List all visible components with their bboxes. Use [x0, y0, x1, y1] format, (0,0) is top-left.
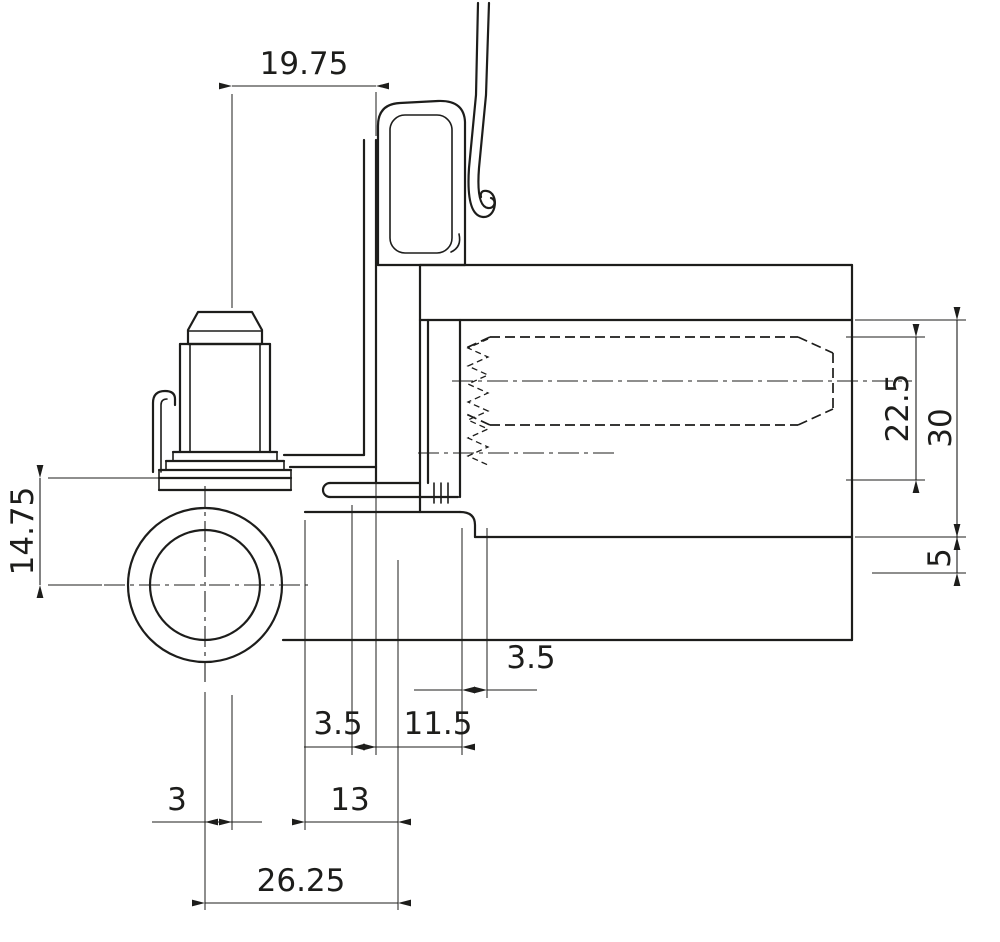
- thread-zigzag: [466, 338, 490, 466]
- dim-label-strap-gap: 3.5: [313, 706, 362, 742]
- dim-label-leaf-thickness: 30: [923, 408, 959, 447]
- dim-strap-gap: 3.5: [304, 472, 377, 755]
- hinge-strap: [282, 138, 460, 499]
- dim-label-pocket-width: 11.5: [403, 706, 472, 742]
- dim-strap-offset: 13: [292, 520, 411, 910]
- dim-label-frame-overhang: 19.75: [260, 46, 349, 82]
- dim-axis-height: 14.75: [5, 465, 158, 598]
- dim-label-thread-gap: 3.5: [506, 640, 555, 676]
- dim-leaf-thickness: 30: [855, 307, 966, 550]
- door-leaf: [281, 263, 854, 642]
- dim-label-overall-width: 26.25: [257, 863, 346, 899]
- spring-clip: [151, 389, 177, 474]
- hinge-pocket: [303, 318, 477, 539]
- dim-label-screw-depth: 22.5: [880, 373, 916, 442]
- dim-overall-width: 26.25: [192, 863, 411, 907]
- dim-thread-gap: 3.5: [414, 528, 556, 755]
- hidden-screw: [465, 336, 834, 466]
- seal-strip: [467, 1, 496, 219]
- dim-axis-offset: 3: [152, 692, 262, 910]
- dim-label-axis-height: 14.75: [5, 487, 41, 576]
- pin-assembly: [157, 310, 293, 492]
- dim-rebate: 5: [872, 524, 966, 586]
- part-geometry: [104, 1, 912, 684]
- frame-profile: [376, 99, 467, 267]
- dim-label-strap-offset: 13: [330, 782, 369, 818]
- dimension-annotations: 19.75 14.75 22.5 30 5: [5, 46, 966, 910]
- dim-screw-depth: 22.5: [846, 324, 925, 493]
- dim-frame-overhang: 19.75: [219, 46, 389, 308]
- centerlines: [104, 380, 912, 684]
- dim-label-axis-offset: 3: [167, 782, 187, 818]
- dim-label-rebate: 5: [922, 548, 958, 568]
- dim-pocket-width: 11.5: [363, 706, 475, 751]
